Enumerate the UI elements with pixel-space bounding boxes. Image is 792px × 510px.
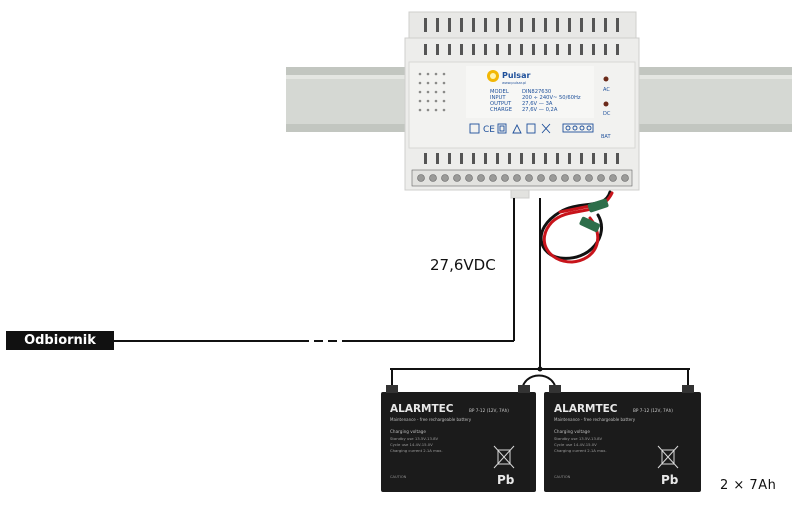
fuse-icon [469,123,480,134]
led-dc-icon [603,101,609,107]
psu-model-value: DIN827630 [522,89,551,95]
indoor-use-icon [512,123,522,134]
power-supply-unit: Pulsar www.pulsar.pl MODEL DIN827630 INP… [404,11,640,199]
certification-icons: CE [469,123,594,135]
psu-model-key: MODEL [490,89,509,95]
din-clip [510,189,530,199]
voltage-label: 27,6VDC [430,256,496,274]
double-insulation-icon [497,123,507,134]
battery-1-subtitle: Maintenance - free rechargeable battery [390,417,472,422]
led-ac-label: AC [603,87,610,93]
bottom-vents [424,153,619,164]
battery-quantity-label: 2 × 7Ah [720,478,777,493]
battery-2-spec-3: Charging current 2.1A max. [554,448,607,453]
battery-1-model: BP 7-12 (12V, 7Ah) [469,408,509,413]
battery-2-model: BP 7-12 (12V, 7Ah) [633,408,673,413]
led-dc-label: DC [603,111,611,117]
battery-2-caution: CAUTION [554,475,571,479]
connector-icon [587,198,609,213]
top-vents [424,18,619,32]
battery-1-pb: Pb [497,473,515,487]
manual-icon [526,123,536,134]
dot-grid-vent [418,72,446,112]
battery-2: ALARMTEC BP 7-12 (12V, 7Ah) Maintenance … [544,385,701,492]
battery-2-subtitle: Maintenance - free rechargeable battery [554,417,636,422]
battery-cable-bundle [539,190,614,264]
psu-brand: Pulsar [502,71,530,80]
led-bat-label: BAT [601,134,611,140]
weee-bin-icon [493,445,515,469]
junction-dot [537,366,543,372]
weee-bin-icon [657,445,679,469]
load-label: Odbiornik [6,331,114,350]
terminal-screws [411,169,633,187]
psu-website: www.pulsar.pl [502,81,526,85]
pulsar-logo-icon [487,70,499,82]
ce-mark: CE [483,125,495,135]
battery-2-spec-2: Cycle use 14.4V-15.0V [554,442,597,447]
battery-2-brand: ALARMTEC [554,403,618,415]
battery-1-spec-title: Charging voltage [390,429,426,434]
battery-1-spec-2: Cycle use 14.4V-15.0V [390,442,433,447]
battery-2-spec-title: Charging voltage [554,429,590,434]
battery-1-brand: ALARMTEC [390,403,454,415]
psu-charge-key: CHARGE [490,107,512,113]
psu-input-key: INPUT [490,95,506,101]
battery-1-spec-1: Standby use 13.5V-13.8V [390,436,438,441]
wiring [114,198,690,393]
psu-charge-value: 27,6V — 0,2A [522,107,558,113]
weee-bin-icon [541,123,551,134]
battery-1-spec-3: Charging current 2.1A max. [390,448,443,453]
psu-output-value: 27,6V — 3A [522,101,553,107]
psu-input-value: 200 ÷ 240V~ 50/60Hz [522,95,581,101]
battery-1: ALARMTEC BP 7-12 (12V, 7Ah) Maintenance … [381,385,536,492]
connector-icon [579,216,601,233]
battery-2-pb: Pb [661,473,679,487]
led-ac-icon [603,76,609,82]
psu-output-key: OUTPUT [490,101,512,107]
terminal-block-icon [562,123,594,133]
mid-vents [424,44,619,55]
battery-1-caution: CAUTION [390,475,407,479]
status-leds: AC DC BAT [601,76,611,140]
battery-2-spec-1: Standby use 13.5V-13.8V [554,436,602,441]
